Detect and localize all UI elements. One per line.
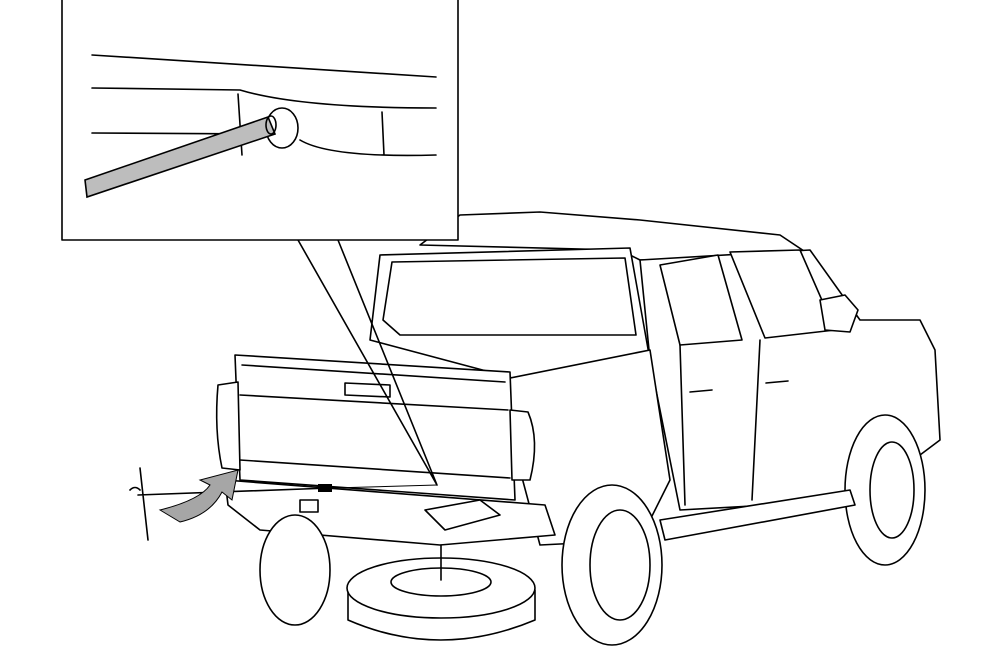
- handle-tip: [318, 484, 332, 492]
- running-board: [659, 489, 856, 541]
- rear-right-rim: [589, 509, 651, 621]
- tailgate-handle: [344, 382, 391, 398]
- door-handle: [689, 380, 789, 393]
- detail-callout: [61, 0, 459, 486]
- rear-left-wheel: [259, 514, 331, 626]
- rotate-arrow-icon: [158, 469, 239, 523]
- rear-door-window: [659, 254, 743, 346]
- bumper-step: [424, 499, 501, 531]
- rear-window: [382, 257, 637, 336]
- door-line: [679, 339, 761, 506]
- jack-rod: [84, 115, 277, 199]
- jack-handle: [129, 467, 438, 541]
- front-right-rim: [869, 441, 915, 539]
- rear-right-wheel: [561, 484, 663, 646]
- spare-tire: [346, 544, 536, 641]
- tail-light-right: [509, 409, 536, 481]
- plate-light: [299, 499, 319, 513]
- side-mirror: [819, 294, 859, 333]
- front-right-wheel: [844, 414, 926, 566]
- callout-pointer: [297, 239, 438, 486]
- truck: [215, 211, 941, 646]
- tail-light-left: [215, 381, 241, 471]
